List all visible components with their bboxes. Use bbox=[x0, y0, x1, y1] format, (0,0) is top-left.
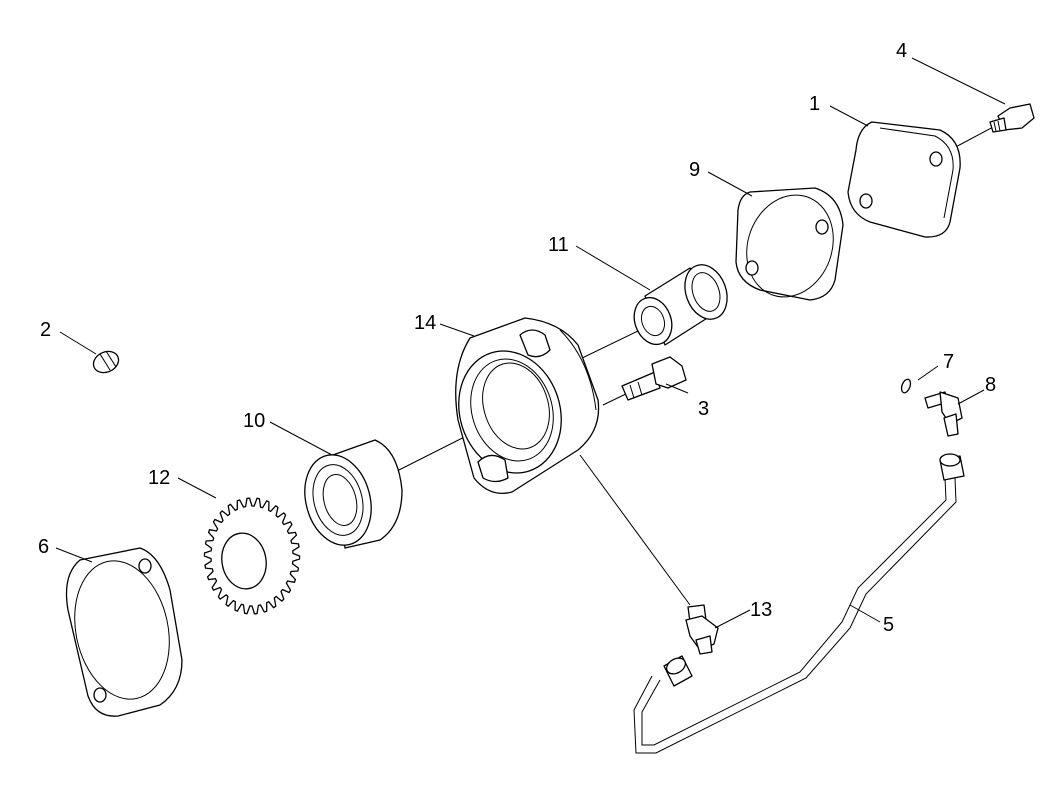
callout-2: 2 bbox=[40, 319, 51, 341]
part-2-plug bbox=[92, 350, 120, 374]
part-13-elbow-fitting bbox=[685, 604, 719, 655]
part-4-bolt bbox=[989, 103, 1035, 133]
callout-10: 10 bbox=[243, 410, 265, 432]
callout-13: 13 bbox=[750, 599, 772, 621]
part-11-sleeve bbox=[633, 264, 728, 346]
callout-12: 12 bbox=[148, 467, 170, 489]
part-14-housing bbox=[455, 317, 600, 495]
part-7-o-ring bbox=[900, 378, 912, 394]
callout-4: 4 bbox=[896, 40, 907, 62]
part-12-gear bbox=[203, 497, 301, 615]
part-6-gasket bbox=[65, 547, 183, 717]
callout-6: 6 bbox=[38, 536, 49, 558]
callout-leader-lines bbox=[55, 57, 1006, 629]
callout-14: 14 bbox=[414, 312, 436, 334]
callout-9: 9 bbox=[689, 159, 700, 181]
callout-labels: 1 2 3 4 5 6 7 8 9 10 11 12 13 14 bbox=[38, 40, 996, 636]
callout-1: 1 bbox=[809, 93, 820, 115]
callout-3: 3 bbox=[698, 398, 709, 420]
part-9-gasket bbox=[735, 187, 844, 301]
callout-8: 8 bbox=[985, 374, 996, 396]
part-1-cover-plate bbox=[847, 121, 961, 238]
part-10-bearing bbox=[304, 439, 403, 549]
callout-7: 7 bbox=[943, 351, 954, 373]
part-5-pipe bbox=[633, 453, 965, 754]
part-8-elbow-fitting bbox=[924, 391, 963, 437]
part-3-bolt bbox=[621, 356, 687, 401]
callout-5: 5 bbox=[883, 614, 894, 636]
callout-11: 11 bbox=[548, 234, 569, 256]
